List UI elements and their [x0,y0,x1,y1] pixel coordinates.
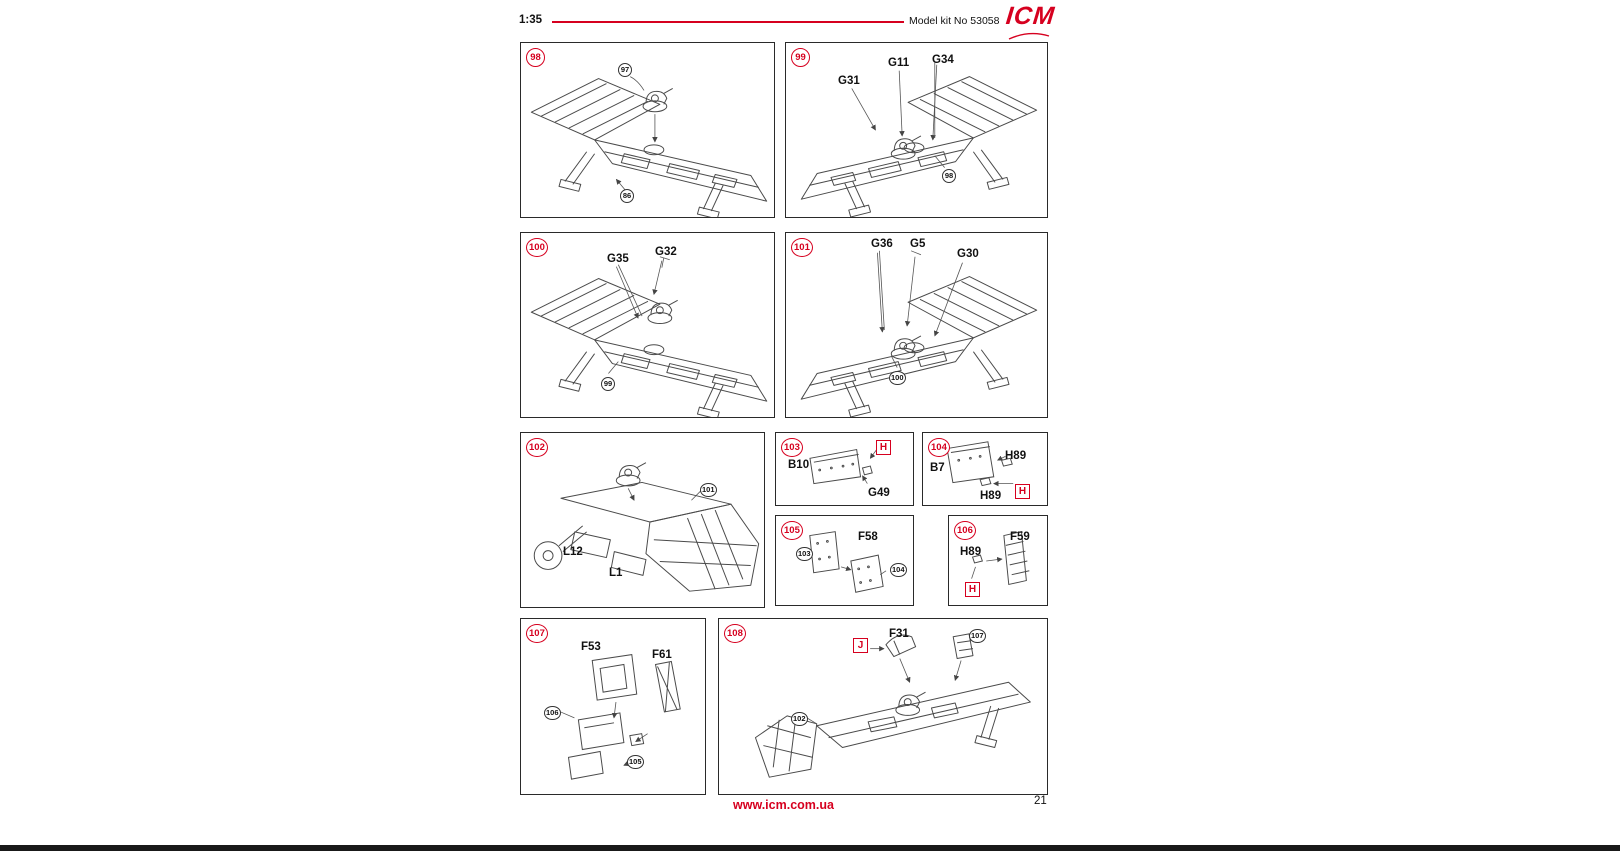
step-number-badge: 103 [781,438,803,457]
ref-circle-107: 107 [969,629,986,643]
h-tag: H [1015,484,1030,499]
step-104-diagram [946,441,1014,487]
ref-circle-103: 103 [796,547,813,561]
step-number-badge: 100 [526,238,548,257]
step-108-panel: 108 J F31 107 102 [718,618,1048,795]
part-label-g31: G31 [838,75,860,87]
page-edge-bar [0,845,1620,851]
step-107-diagram [560,654,681,780]
step-102-diagram [533,462,760,592]
part-label-l1: L1 [609,567,623,579]
step-99-diagram [800,62,1038,217]
ref-circle-98: 98 [942,169,956,183]
h-tag: H [876,440,891,455]
part-label-f53: F53 [581,641,601,653]
step-103-panel: 103 B10 H G49 [775,432,914,506]
part-label-g30: G30 [957,248,979,260]
step-number-badge: 104 [928,438,950,457]
ref-circle-97: 97 [618,63,632,77]
step-number-badge: 107 [526,624,548,643]
part-label-f59: F59 [1010,531,1030,543]
step-102-panel: 102 101 L12 L1 [520,432,765,608]
kit-number-label: Model kit No 53058 [909,15,1000,27]
ref-circle-101: 101 [700,483,717,497]
step-108-diagram [754,633,1031,778]
h-tag: H [965,582,980,597]
step-101-panel: 101 G36 G5 G30 100 [785,232,1048,418]
part-label-g34: G34 [932,54,954,66]
part-label-b7: B7 [930,462,945,474]
step-99-panel: 99 G31 G11 G34 98 [785,42,1048,218]
icm-logo-swoosh [1008,32,1050,40]
part-label-h89: H89 [960,546,982,558]
step-number-badge: 105 [781,521,803,540]
part-label-f58: F58 [858,531,878,543]
ref-circle-99: 99 [601,377,615,391]
part-label-g5: G5 [910,238,926,250]
ref-circle-106: 106 [544,706,561,720]
icm-logo-text: ICM [1004,2,1057,30]
scale-label: 1:35 [519,14,543,26]
j-tag: J [853,638,868,653]
part-label-f61: F61 [652,649,672,661]
step-101-diagram [800,250,1038,417]
icm-logo: ICM [1004,2,1057,45]
part-label-g32: G32 [655,246,677,258]
ref-circle-105: 105 [627,755,644,769]
part-label-h89-top: H89 [1005,450,1027,462]
part-label-g11: G11 [888,57,910,69]
ref-circle-100: 100 [889,371,906,385]
part-label-h89-bottom: H89 [980,490,1002,502]
header-rule [552,21,904,23]
ref-circle-102: 102 [791,712,808,726]
ref-circle-104: 104 [890,563,907,577]
part-label-g35: G35 [607,253,629,265]
step-number-badge: 102 [526,438,548,457]
step-100-diagram [530,256,768,417]
step-106-diagram [971,531,1030,586]
part-label-l12: L12 [563,546,583,558]
part-label-g36: G36 [871,238,893,250]
step-number-badge: 99 [791,48,810,67]
website-url: www.icm.com.ua [733,798,834,812]
step-106-panel: 106 H89 F59 H [948,515,1048,606]
part-label-b10: B10 [788,459,810,471]
step-104-panel: 104 B7 H89 H89 H [922,432,1048,506]
step-98-panel: 98 97 86 [520,42,775,218]
step-98-diagram [530,76,768,217]
step-number-badge: 101 [791,238,813,257]
step-105-panel: 105 103 F58 104 [775,515,914,606]
ref-circle-86: 86 [620,189,634,203]
part-label-g49: G49 [868,487,890,499]
part-label-f31: F31 [889,628,909,640]
step-number-badge: 106 [954,521,976,540]
step-107-panel: 107 F53 F61 106 105 [520,618,706,795]
step-105-diagram [805,531,887,593]
step-number-badge: 108 [724,624,746,643]
step-number-badge: 98 [526,48,545,67]
page-number: 21 [1034,795,1047,807]
step-100-panel: 100 G35 G32 99 [520,232,775,418]
